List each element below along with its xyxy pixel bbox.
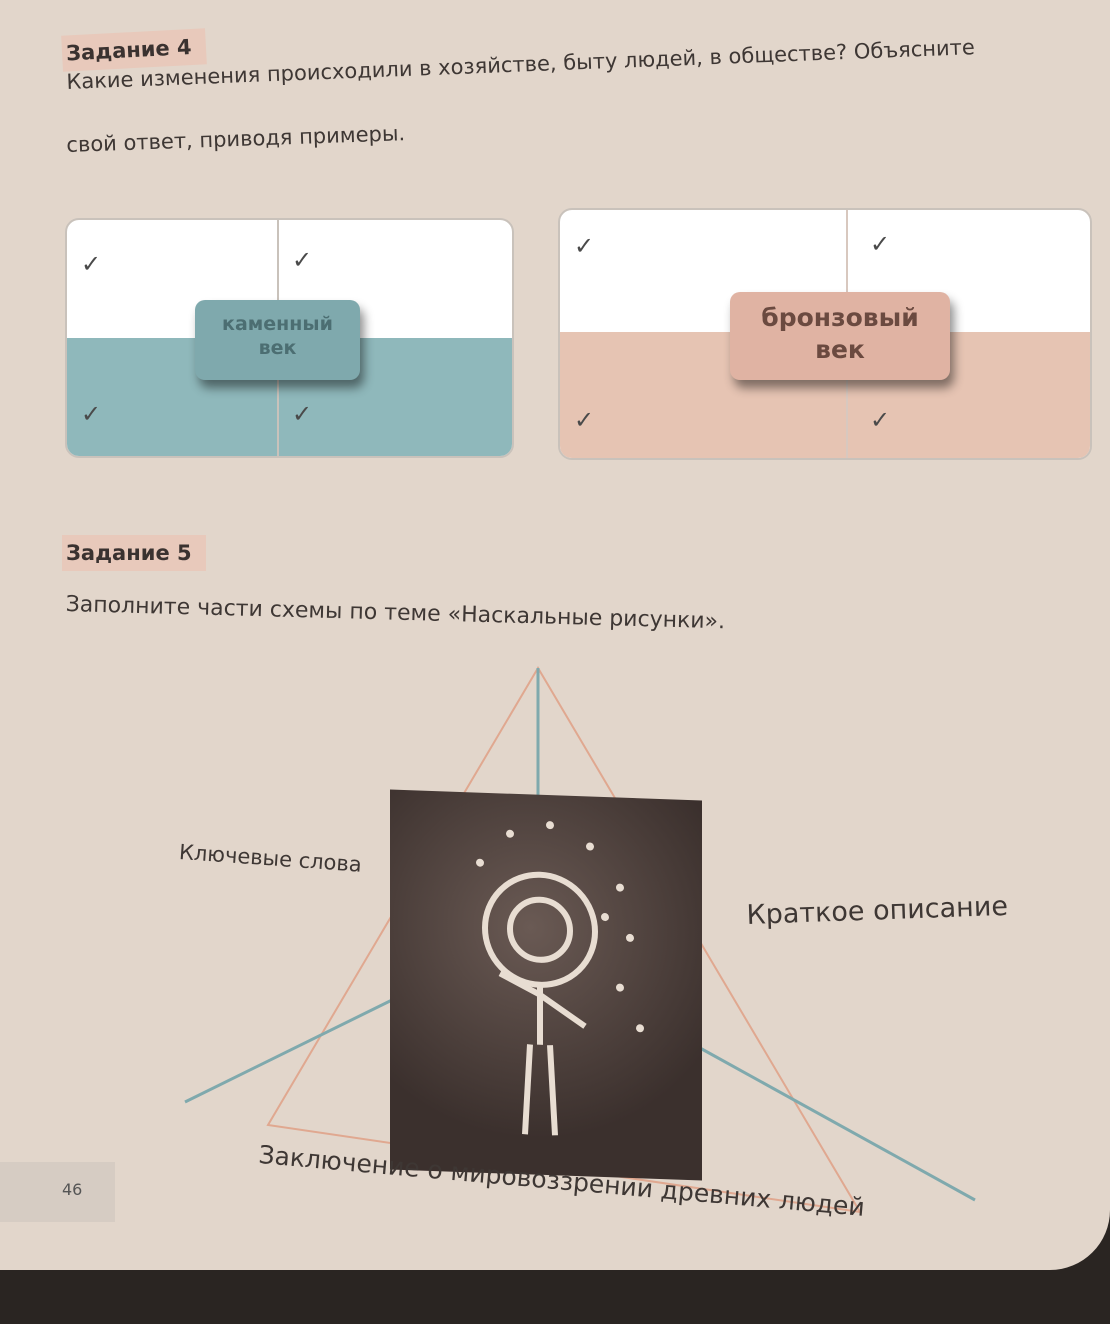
task5-title: Задание 5 [62,535,206,571]
label-line: бронзовый [761,303,919,332]
rock-painting-image [390,789,702,1181]
textbook-page: Задание 4 Какие изменения происходили в … [0,0,1110,1270]
label-line: век [258,337,297,359]
petroglyph-figure-icon [476,821,644,1136]
stone-age-label: каменный век [195,300,360,380]
check-icon: ✓ [292,400,313,428]
label-line: век [815,335,865,364]
check-icon: ✓ [870,230,891,258]
page-number: 46 [62,1180,83,1199]
label-line: каменный [222,313,333,335]
check-icon: ✓ [292,246,313,274]
check-icon: ✓ [574,406,595,434]
connector-line-right [699,1046,976,1202]
check-icon: ✓ [870,406,891,434]
check-icon: ✓ [574,232,595,260]
check-icon: ✓ [81,400,102,428]
connector-line-left [184,998,393,1104]
check-icon: ✓ [81,250,102,278]
bronze-age-label: бронзовый век [730,292,950,380]
page-number-tab: 46 [0,1162,115,1222]
